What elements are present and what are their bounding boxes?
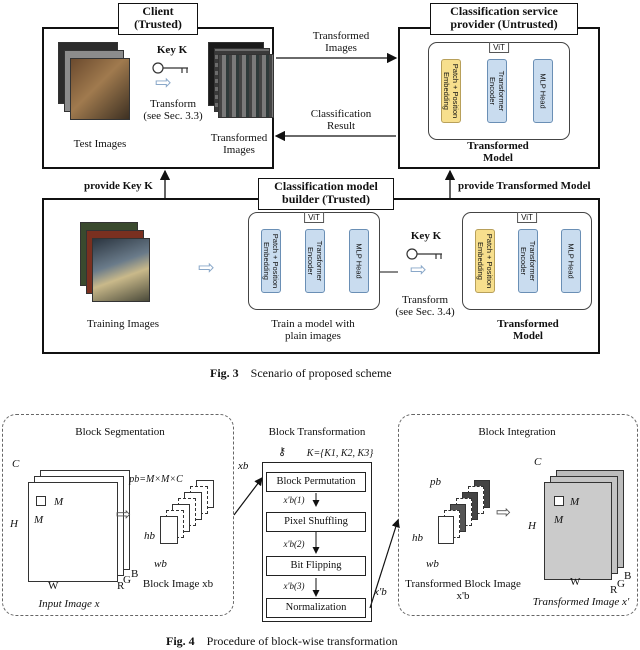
label-H-left: H bbox=[10, 518, 18, 530]
fig3-caption: Fig. 3 Scenario of proposed scheme bbox=[210, 366, 450, 381]
key-formula: K={K1, K2, K3} bbox=[306, 448, 374, 459]
builder-patch-embedding: Patch + Position Embedding bbox=[261, 229, 281, 293]
integ-arrow-icon: ⇨ bbox=[496, 502, 512, 522]
csp-mlp-head: MLP Head bbox=[533, 59, 553, 123]
builder-transformed-vit-tag: ViT bbox=[517, 212, 537, 223]
label-W-right: W bbox=[570, 576, 581, 588]
provide-key-label: provide Key K bbox=[84, 180, 153, 192]
fig4-caption-text: Procedure of block-wise transformation bbox=[206, 634, 398, 648]
builder-arrow-icon: ⇨ bbox=[198, 257, 215, 279]
label-hb-left: hb bbox=[144, 530, 155, 542]
input-image-label: Input Image x bbox=[38, 598, 100, 610]
csp-transformer-encoder: Transformer Encoder bbox=[487, 59, 507, 123]
builder-transformed-mlp-head: MLP Head bbox=[561, 229, 581, 293]
builder-transformer-encoder: Transformer Encoder bbox=[305, 229, 325, 293]
csp-transformed-model-label: Transformed Model bbox=[467, 140, 529, 164]
label-wb-left: wb bbox=[154, 558, 167, 570]
label-M-bottom-left: M bbox=[34, 514, 44, 526]
integration-title: Block Integration bbox=[478, 426, 556, 438]
csp-vit-frame: ViT Patch + Position Embedding Transform… bbox=[428, 42, 570, 140]
transformation-title: Block Transformation bbox=[268, 426, 366, 438]
builder-mlp-head: MLP Head bbox=[349, 229, 369, 293]
label-B-left: B bbox=[131, 568, 139, 580]
builder-title: Classification model builder (Trusted) bbox=[258, 178, 394, 210]
label-G-left: G bbox=[123, 574, 131, 586]
client-key-label: Key K bbox=[156, 44, 188, 56]
transformation-key-icon: ⚷ bbox=[278, 446, 287, 458]
label-B-right: B bbox=[624, 570, 632, 582]
label-M-bottom-right: M bbox=[554, 514, 564, 526]
csp-patch-embedding: Patch + Position Embedding bbox=[441, 59, 461, 123]
builder-vit-tag: ViT bbox=[304, 212, 324, 223]
transformation-frame bbox=[262, 462, 372, 622]
label-C-right: C bbox=[534, 456, 542, 468]
label-W-left: W bbox=[48, 580, 59, 592]
label-pb-right: pb bbox=[430, 476, 441, 488]
label-H-right: H bbox=[528, 520, 536, 532]
label-hb-right: hb bbox=[412, 532, 423, 544]
transformed-block-label: Transformed Block Image x'b bbox=[405, 578, 521, 602]
step-block-permutation: Block Permutation bbox=[266, 472, 366, 492]
arrow-label-classification-result: Classification Result bbox=[310, 108, 372, 132]
label-wb-right: wb bbox=[426, 558, 439, 570]
transformed-images-label: Transformed Images bbox=[210, 132, 268, 156]
client-transform-label: Transform (see Sec. 3.3) bbox=[143, 98, 203, 122]
label-C-left: C bbox=[12, 458, 20, 470]
builder-transform-label: Transform (see Sec. 3.4) bbox=[395, 294, 455, 318]
fig3-caption-text: Scenario of proposed scheme bbox=[250, 366, 392, 380]
builder-vit-frame: ViT Patch + Position Embedding Transform… bbox=[248, 212, 380, 310]
builder-transformed-patch-embedding: Patch + Position Embedding bbox=[475, 229, 495, 293]
csp-title: Classification service provider (Untrust… bbox=[430, 3, 578, 35]
seg-arrow-icon: ⇨ bbox=[116, 504, 132, 524]
integration-panel bbox=[398, 414, 638, 616]
builder-transformed-model-label: Transformed Model bbox=[497, 318, 559, 342]
provide-model-label: provide Transformed Model bbox=[458, 180, 591, 192]
pb-formula: pb=M×M×C bbox=[129, 474, 183, 485]
step-pixel-shuffling: Pixel Shuffling bbox=[266, 512, 366, 532]
segmentation-title: Block Segmentation bbox=[75, 426, 165, 438]
label-M-top-left: M bbox=[54, 496, 64, 508]
train-model-label: Train a model with plain images bbox=[271, 318, 355, 342]
builder-key-label: Key K bbox=[410, 230, 442, 242]
mid-var-1: x'b(1) bbox=[283, 495, 305, 505]
builder-transformed-vit-frame: ViT Patch + Position Embedding Transform… bbox=[462, 212, 592, 310]
client-arrow-icon: ⇨ bbox=[155, 72, 172, 94]
test-images-label: Test Images bbox=[73, 138, 127, 150]
arrow-label-transformed-images: Transformed Images bbox=[312, 30, 370, 54]
training-images-label: Training Images bbox=[86, 318, 159, 330]
mid-var-3: x'b(3) bbox=[283, 581, 305, 591]
fig4-caption-number: Fig. 4 bbox=[166, 634, 195, 648]
label-xpb: x'b bbox=[374, 586, 387, 598]
label-R-left: R bbox=[117, 580, 125, 592]
fig3-caption-number: Fig. 3 bbox=[210, 366, 239, 380]
label-G-right: G bbox=[617, 578, 625, 590]
transformed-image-label: Transformed Image x' bbox=[532, 596, 630, 608]
step-bit-flipping: Bit Flipping bbox=[266, 556, 366, 576]
step-normalization: Normalization bbox=[266, 598, 366, 618]
fig4-caption: Fig. 4 Procedure of block-wise transform… bbox=[166, 634, 486, 649]
builder-transformed-transformer-encoder: Transformer Encoder bbox=[518, 229, 538, 293]
client-title: Client (Trusted) bbox=[118, 3, 198, 35]
label-M-top-right: M bbox=[570, 496, 580, 508]
label-R-right: R bbox=[610, 584, 618, 596]
label-xb: xb bbox=[238, 460, 249, 472]
segmentation-panel bbox=[2, 414, 234, 616]
builder-transform-arrow-icon: ⇨ bbox=[410, 259, 427, 281]
csp-vit-tag: ViT bbox=[489, 42, 509, 53]
block-image-label: Block Image xb bbox=[142, 578, 214, 590]
mid-var-2: x'b(2) bbox=[283, 539, 305, 549]
